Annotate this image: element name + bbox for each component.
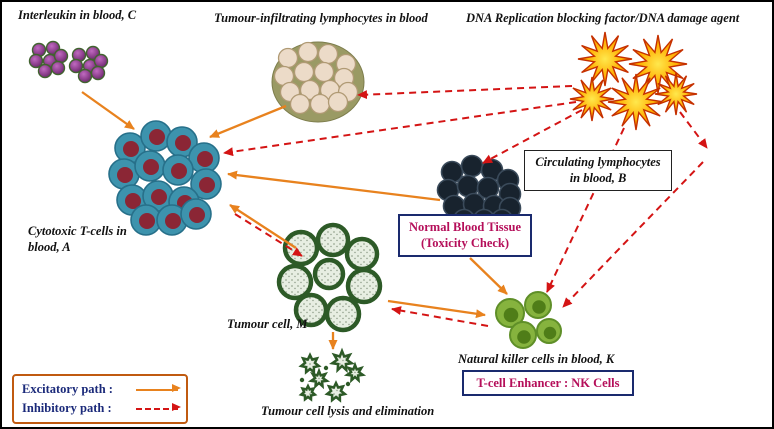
label-til: Tumour-infiltrating lymphocytes in blood: [214, 11, 428, 25]
dna-agent-starburst-icon: [569, 31, 698, 131]
arrow-tumour-to-tcells: [229, 204, 297, 249]
label-circulating-box: Circulating lymphocytes in blood, B: [524, 150, 672, 191]
til-cluster-icon: [271, 41, 365, 123]
cytotoxic-tcell-cluster-icon: [108, 120, 222, 236]
arrow-agent-to-til: [357, 85, 573, 100]
tumour-lysis-fragments-icon: [298, 347, 367, 403]
arrow-normaltissue-to-nk: [469, 257, 508, 295]
label-normal-tissue-box: Normal Blood Tissue (Toxicity Check): [398, 214, 532, 257]
label-nk: Natural killer cells in blood, K: [458, 352, 615, 366]
legend: Excitatory path : Inhibitory path :: [12, 374, 188, 424]
label-tumour: Tumour cell, M: [227, 317, 308, 331]
label-enhancer-box: T-cell Enhancer : NK Cells: [462, 370, 634, 397]
label-normal-tissue-line1: Normal Blood Tissue: [408, 220, 522, 234]
legend-excitatory-label: Excitatory path :: [22, 382, 113, 396]
label-lysis: Tumour cell lysis and elimination: [261, 404, 435, 418]
excitatory-arrow-icon: [136, 384, 181, 392]
arrow-agent-to-edge: [679, 111, 708, 149]
arrow-interleukin-to-tcells: [81, 91, 135, 130]
arrow-tumour-to-nk: [387, 299, 486, 319]
excitatory-arrows: [81, 91, 508, 350]
arrow-tcells-to-tumour: [234, 213, 303, 257]
label-cytotoxic: Cytotoxic T-cells in blood, A: [28, 224, 127, 254]
arrow-til-to-tcells: [209, 104, 287, 139]
label-interleukin: Interleukin in blood, C: [18, 8, 137, 22]
tumour-cell-cluster-icon: [276, 222, 383, 333]
label-normal-tissue-line2: (Toxicity Check): [420, 236, 510, 251]
inhibitory-arrow-icon: [136, 403, 181, 411]
label-dna-agent: DNA Replication blocking factor/DNA dama…: [466, 11, 740, 25]
arrow-lymphocytes-to-tcells: [227, 170, 441, 202]
legend-inhibitory-row: Inhibitory path :: [22, 401, 181, 416]
arrow-nk-to-tumour: [391, 306, 489, 327]
interleukin-cells-icon: [28, 40, 109, 84]
nk-cell-cluster-icon: [495, 291, 562, 349]
arrow-edge-to-nk: [562, 161, 704, 308]
legend-excitatory-row: Excitatory path :: [22, 382, 181, 397]
arrow-agent-to-lymphocytes: [482, 109, 583, 164]
legend-inhibitory-label: Inhibitory path :: [22, 401, 112, 415]
